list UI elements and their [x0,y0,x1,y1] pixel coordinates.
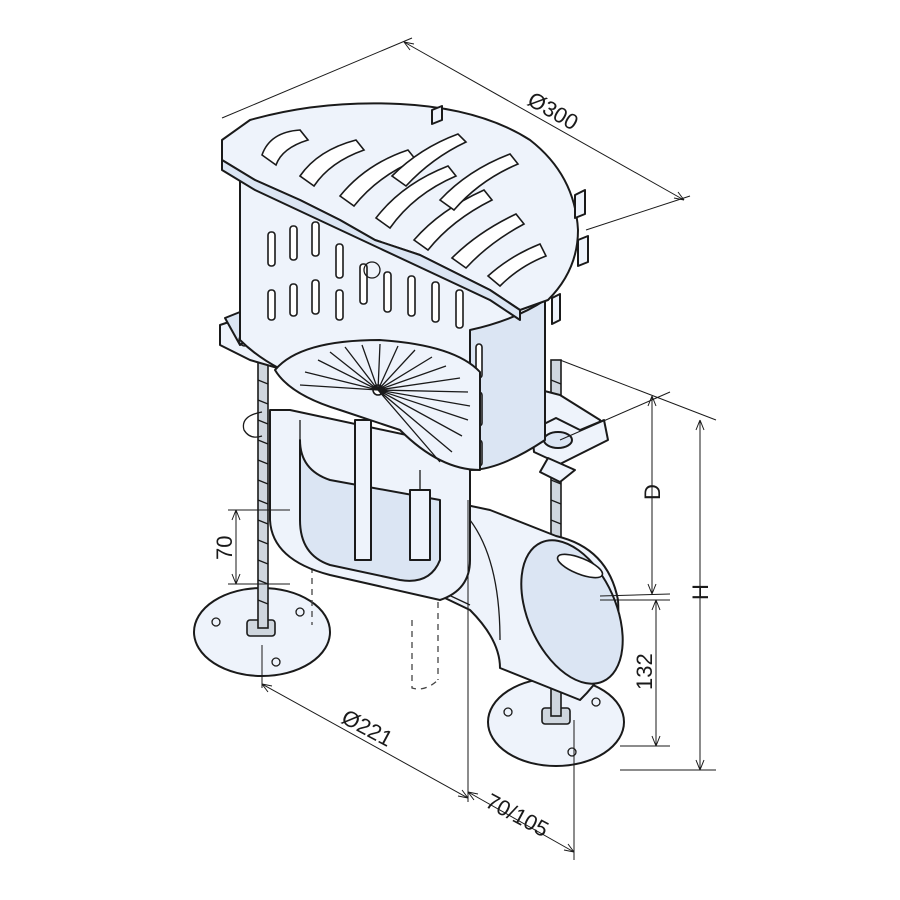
height-70-label: 70 [212,536,237,560]
base-diameter-label: Ø221 [338,704,397,751]
left-threaded-rod [257,359,269,629]
grate-slots [261,129,548,288]
dimension-d: D [559,391,671,597]
lower-body [269,409,471,601]
upper-body [239,179,546,471]
top-diameter-label: Ø300 [524,87,583,136]
dimension-132: 132 [600,599,670,747]
outlet-size-label: 70/105 [482,788,553,842]
wall-slots [267,221,483,467]
hook-clip [242,411,263,438]
wing-nut [531,417,609,483]
height-132-label: 132 [632,653,657,690]
h-label: H [688,584,713,600]
top-grate [221,102,589,325]
dimension-h: H [559,359,717,771]
dimension-top-diameter: Ø300 [221,37,691,231]
d-label: D [640,484,665,500]
strainer-disc [274,339,481,471]
dimension-70: 70 [212,509,290,585]
